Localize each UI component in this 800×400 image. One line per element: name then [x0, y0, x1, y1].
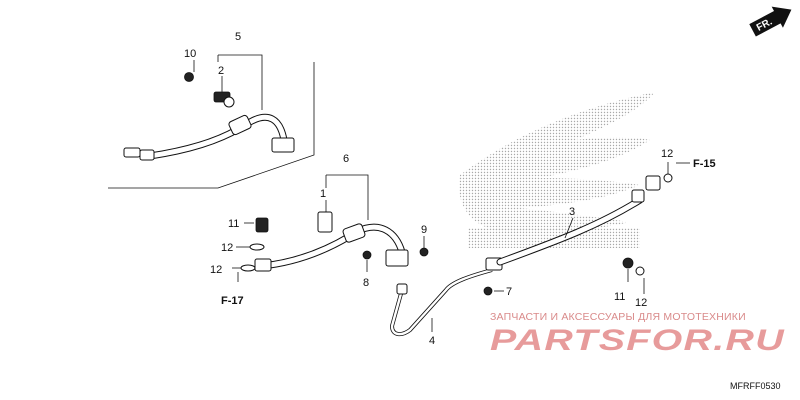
- callout-labels: 1 2 3 4 5 6 7 8 9 10 11 11 12 12 12 12: [184, 31, 673, 347]
- brake-pipe-lower: [390, 257, 503, 337]
- callout-11-right: 11: [614, 291, 625, 303]
- section-references: F-15 F-17: [221, 158, 716, 307]
- callout-1: 1: [320, 188, 326, 200]
- callout-9: 9: [421, 224, 427, 236]
- callout-2: 2: [218, 65, 224, 77]
- callout-12-upper-right: 12: [661, 148, 673, 160]
- brake-hose-right: [496, 173, 673, 276]
- callout-10: 10: [184, 48, 196, 60]
- brake-hose-upper: [123, 72, 295, 161]
- wing-emblem-graphic: [459, 92, 655, 248]
- callout-12-lower-right: 12: [635, 297, 647, 309]
- section-ref-f17[interactable]: F-17: [221, 295, 244, 307]
- front-direction-arrow: FR.: [749, 6, 792, 37]
- watermark: ЗАПЧАСТИ И АКСЕССУАРЫ ДЛЯ МОТОТЕХНИКИ PA…: [490, 311, 785, 357]
- callout-4: 4: [429, 335, 435, 347]
- callout-3: 3: [569, 206, 575, 218]
- inset-panel-border: [108, 62, 315, 189]
- callout-8: 8: [363, 277, 369, 289]
- section-ref-f15[interactable]: F-15: [693, 158, 716, 170]
- callout-6: 6: [343, 153, 349, 165]
- callout-12-upper-left: 12: [221, 242, 233, 254]
- callout-12-lower-left: 12: [210, 264, 222, 276]
- callout-7: 7: [506, 286, 512, 298]
- bolt-washer-stack: [240, 217, 269, 272]
- brake-hose-middle: [254, 211, 429, 272]
- callout-5: 5: [235, 31, 241, 43]
- watermark-logo: PARTSFOR.RU: [490, 324, 785, 357]
- callout-11-left: 11: [228, 218, 239, 230]
- watermark-tagline: ЗАПЧАСТИ И АКСЕССУАРЫ ДЛЯ МОТОТЕХНИКИ: [490, 311, 746, 323]
- diagram-code: MFRFF0530: [730, 381, 781, 391]
- leader-lines: [193, 54, 690, 332]
